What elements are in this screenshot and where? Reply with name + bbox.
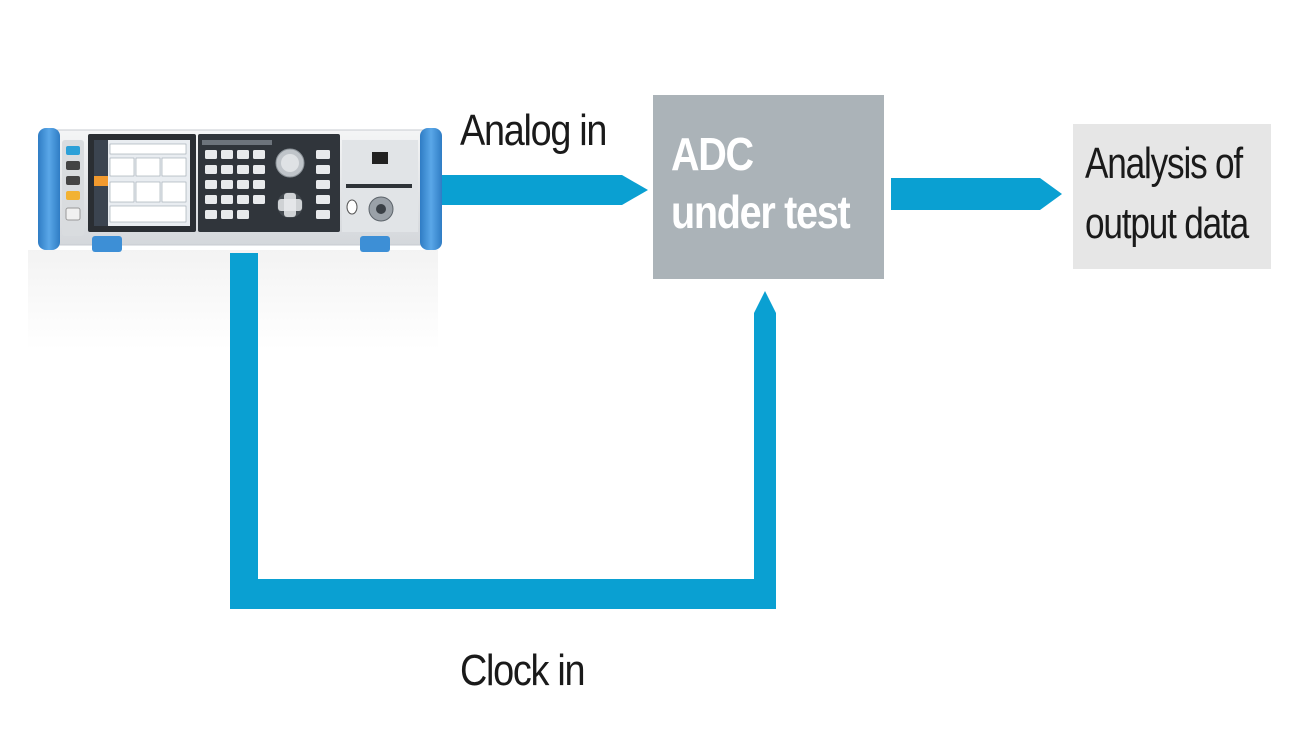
analysis-box-line-2: output data [1085, 199, 1249, 248]
adc-box-line-1: ADC [671, 128, 754, 180]
analog-in-arrow [442, 175, 648, 205]
adc-box-line-2: under test [671, 186, 851, 238]
analysis-box: Analysis of output data [1073, 124, 1271, 269]
analysis-box-title: Analysis of output data [1085, 134, 1249, 254]
analog-in-label: Analog in [460, 106, 607, 155]
clock-in-label: Clock in [460, 646, 586, 695]
analysis-box-line-1: Analysis of [1085, 139, 1243, 188]
adc-under-test-box: ADC under test [653, 95, 884, 279]
output-arrow [891, 178, 1062, 210]
adc-box-title: ADC under test [671, 125, 851, 241]
